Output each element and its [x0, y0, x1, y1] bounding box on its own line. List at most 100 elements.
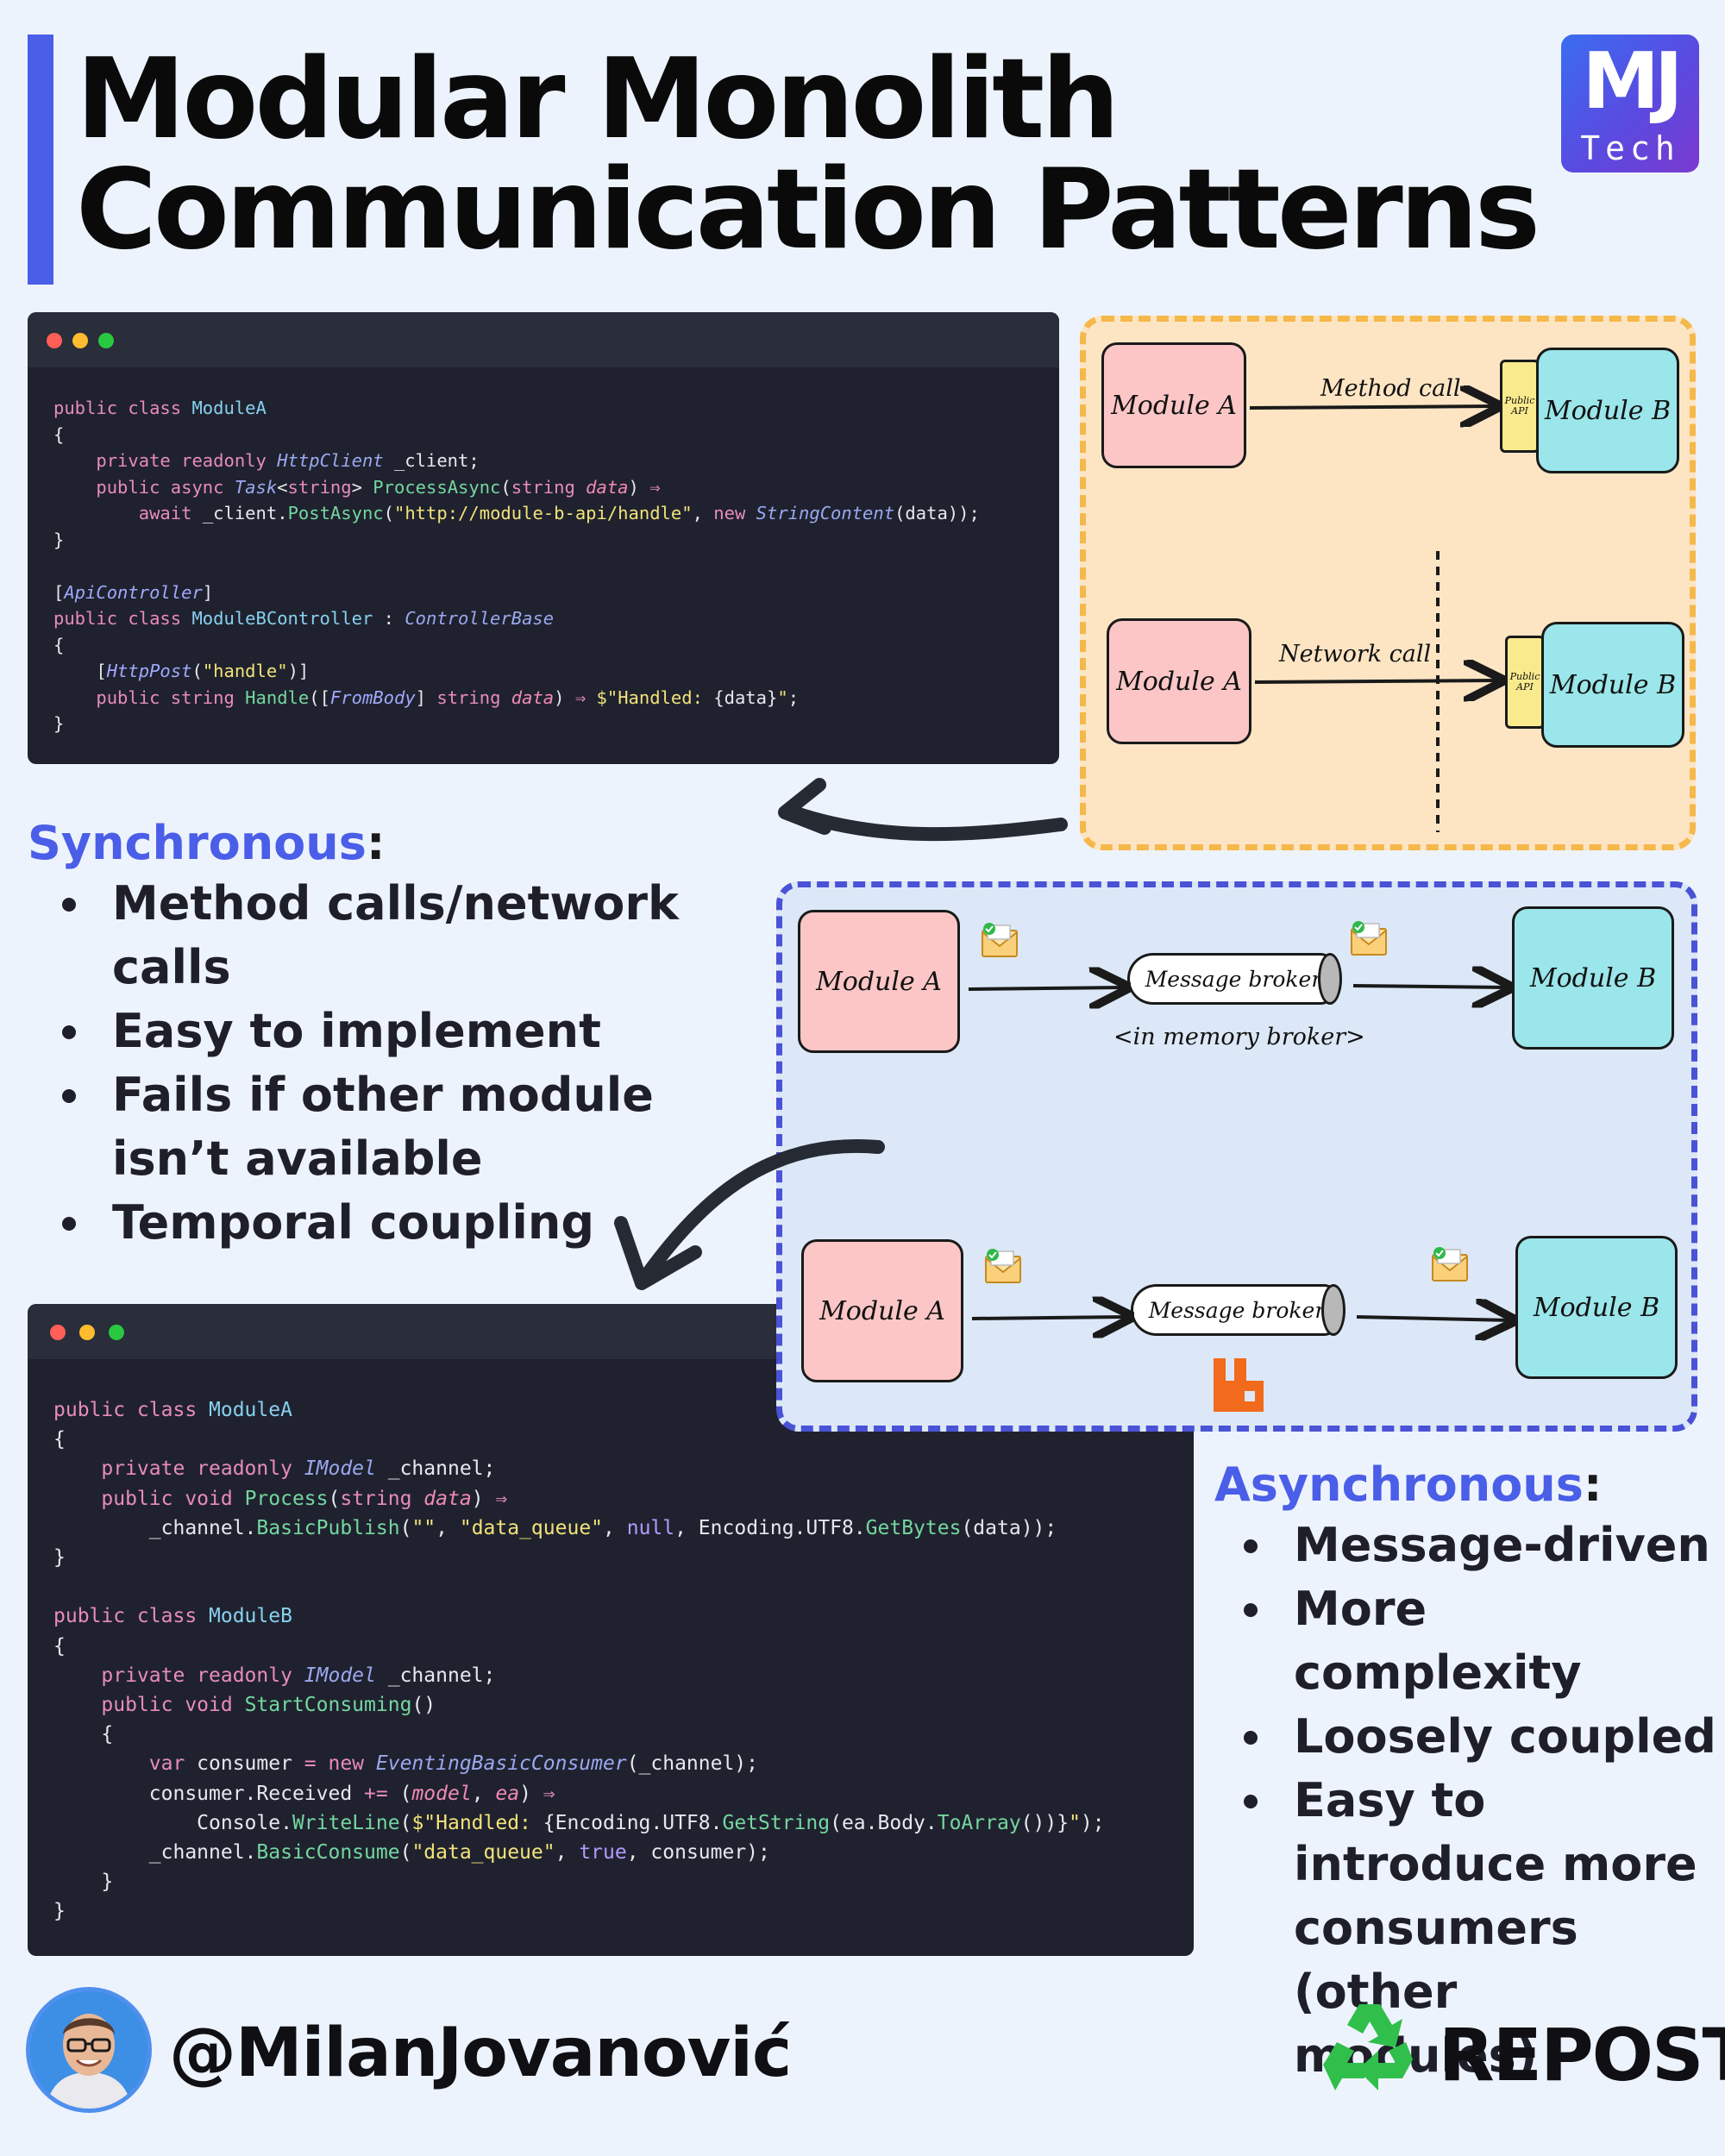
sync-arrows	[1249, 322, 1690, 832]
code-line: _channel.BasicPublish("", "data_queue", …	[53, 1516, 1057, 1539]
minimize-dot-icon	[79, 1325, 95, 1340]
repost-label[interactable]: REPOST	[1439, 2013, 1725, 2097]
logo-sub-text: Tech	[1580, 129, 1680, 167]
broker-label: Message broker	[1148, 1297, 1326, 1323]
asynchronous-heading: Asynchronous:	[1214, 1457, 1603, 1512]
broker-label: Message broker	[1145, 966, 1322, 992]
code-line: }	[53, 529, 65, 550]
code-line: private readonly IModel _channel;	[101, 1664, 496, 1687]
asynchronous-bullets: Message-driven More complexity Loosely c…	[1216, 1514, 1716, 2088]
async-bullet: Easy to introduce more consumers (other …	[1216, 1769, 1716, 2088]
async-curved-arrow	[614, 1138, 885, 1290]
async-top-module-a: Module A	[798, 910, 960, 1053]
code-line: {	[53, 1723, 114, 1746]
heading-colon: :	[366, 816, 386, 870]
async-diagram-panel: Module A Message broker <in memory broke…	[776, 881, 1697, 1432]
code-line: _channel.BasicConsume("data_queue", true…	[53, 1841, 770, 1865]
avatar[interactable]	[26, 1987, 152, 2113]
bullet-line: calls	[112, 940, 231, 994]
in-memory-broker-caption: <in memory broker>	[1113, 1024, 1365, 1050]
code-line: private readonly HttpClient _client;	[96, 450, 480, 471]
code-line: {	[53, 423, 65, 445]
envelope-check-icon	[985, 1248, 1021, 1283]
author-handle[interactable]: @MilanJovanović	[169, 2015, 792, 2092]
code-line: {	[53, 634, 65, 655]
page-title-line2: Communication Patterns	[76, 146, 1540, 274]
sync-bottom-module-a: Module A	[1107, 618, 1251, 744]
broker-cap	[1318, 953, 1342, 1005]
async-top-message-broker: Message broker	[1127, 953, 1342, 1005]
network-call-arrow	[1254, 680, 1498, 682]
code-line: Console.WriteLine($"Handled: {Encoding.U…	[53, 1811, 1105, 1834]
sync-code-window: public class ModuleA { private readonly H…	[28, 312, 1059, 764]
code-line: private readonly IModel _channel;	[101, 1457, 496, 1481]
avatar-portrait	[30, 1991, 147, 2109]
bullet-line: Easy to	[1294, 1773, 1486, 1827]
code-line	[53, 553, 980, 580]
code-line: consumer.Received += (model, ea) ⇒	[53, 1782, 555, 1805]
sync-bullet: Method calls/network calls	[34, 872, 742, 1000]
close-dot-icon	[47, 333, 62, 348]
code-line: public class ModuleA	[53, 398, 267, 418]
synchronous-heading-text: Synchronous	[28, 816, 367, 870]
code-line: var consumer = new EventingBasicConsumer…	[148, 1752, 759, 1776]
page-title-line1: Modular Monolith	[76, 35, 1120, 164]
mj-tech-logo: MJ Tech	[1561, 34, 1699, 172]
heading-colon: :	[1583, 1457, 1603, 1512]
code-line: }	[53, 713, 65, 734]
maximize-dot-icon	[98, 333, 114, 348]
rabbitmq-icon	[1214, 1358, 1264, 1412]
bullet-line: Method calls/network	[112, 876, 679, 931]
async-bottom-module-b: Module B	[1515, 1236, 1678, 1379]
method-call-label: Method call	[1320, 375, 1461, 402]
bullet-line: isn’t available	[112, 1131, 483, 1186]
code-line: [HttpPost("handle")]	[53, 661, 310, 681]
async-bullet: More complexity	[1216, 1577, 1716, 1705]
async-top-module-b: Module B	[1512, 906, 1674, 1050]
window-titlebar	[28, 312, 1059, 367]
synchronous-heading: Synchronous:	[28, 816, 385, 870]
code-line: {	[53, 1634, 66, 1658]
async-bullet: Loosely coupled	[1216, 1705, 1716, 1769]
bullet-line: consumers	[1294, 1901, 1578, 1955]
sync-bottom-module-b: Module B	[1541, 622, 1684, 748]
network-call-label: Network call	[1279, 641, 1432, 667]
code-line	[53, 1572, 1105, 1601]
recycle-icon	[1323, 2004, 1413, 2090]
code-line: public class ModuleB	[53, 1605, 292, 1628]
sync-bullet: Easy to implement	[34, 1000, 742, 1063]
bullet-line: Loosely coupled	[1294, 1709, 1716, 1764]
minimize-dot-icon	[72, 333, 88, 348]
broker-cap	[1321, 1284, 1346, 1336]
envelope-check-icon	[982, 922, 1018, 957]
bullet-line: Fails if other module	[112, 1068, 654, 1122]
code-line: [ApiController]	[53, 581, 214, 603]
synchronous-bullets: Method calls/network calls Easy to implem…	[34, 872, 742, 1255]
sync-top-module-b: Module B	[1536, 348, 1679, 473]
bullet-line: More complexity	[1294, 1582, 1582, 1700]
close-dot-icon	[50, 1325, 66, 1340]
sync-curved-arrow	[778, 778, 1068, 842]
title-accent-bar	[28, 34, 53, 285]
bullet-line: introduce more	[1294, 1837, 1697, 1891]
code-line: public async Task<string> ProcessAsync(s…	[96, 476, 661, 498]
code-line: {	[53, 1428, 66, 1451]
code-line: public class ModuleA	[53, 1399, 292, 1421]
async-bullet: Message-driven	[1216, 1514, 1716, 1577]
code-line: }	[53, 1871, 114, 1894]
async-arrows	[968, 920, 1697, 1412]
method-call-arrow	[1249, 406, 1495, 408]
sync-code-block: public class ModuleA { private readonly H…	[53, 395, 980, 737]
sync-bullet: Temporal coupling	[34, 1191, 742, 1255]
sync-bullet: Fails if other module isn’t available	[34, 1063, 742, 1191]
asynchronous-heading-text: Asynchronous	[1214, 1457, 1584, 1512]
code-line: public string Handle([FromBody] string d…	[96, 686, 800, 708]
envelope-check-icon	[1432, 1246, 1468, 1282]
async-bottom-module-a: Module A	[801, 1239, 963, 1382]
sync-diagram-panel: Module A Method call Public API Module B…	[1080, 316, 1696, 850]
maximize-dot-icon	[109, 1325, 124, 1340]
code-line: public void StartConsuming()	[101, 1694, 436, 1717]
code-line: public class ModuleBController : Control…	[53, 608, 555, 629]
bullet-line: Temporal coupling	[112, 1195, 595, 1250]
bullet-line: Easy to implement	[112, 1004, 601, 1058]
